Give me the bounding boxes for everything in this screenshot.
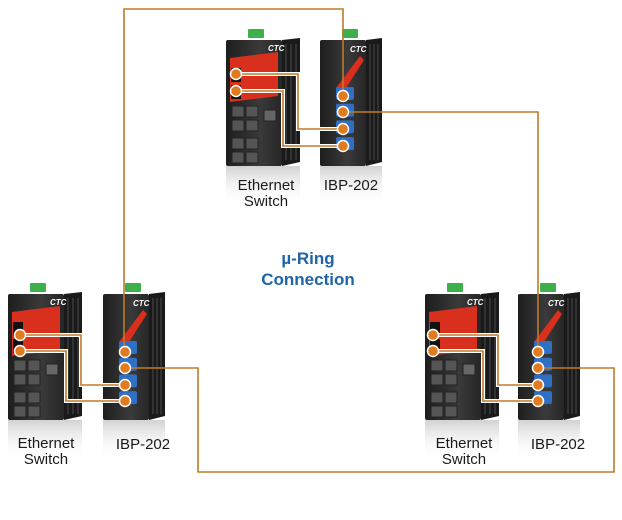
port-connection-dot xyxy=(531,394,545,408)
top-switch-label-line2: Switch xyxy=(243,193,289,210)
right-ethernet-switch: CTC xyxy=(425,283,499,460)
port-connection-dot xyxy=(336,105,350,119)
port-connection-dot xyxy=(336,139,350,153)
top-switch-reflection xyxy=(226,166,300,206)
right-local-link-2 xyxy=(433,350,538,402)
rj45-port xyxy=(13,405,27,418)
left-converter-reflection xyxy=(103,420,165,460)
ring-title-line1: µ-Ring xyxy=(281,249,335,268)
left-local-link-1 xyxy=(20,334,125,386)
terminal-block-icon xyxy=(447,283,463,292)
port-connection-dot xyxy=(336,89,350,103)
top-local-link-1 xyxy=(236,73,343,130)
top-local-link-2 xyxy=(236,90,343,147)
left-switch-label-line1: Ethernet xyxy=(17,435,75,452)
right-local-link-1 xyxy=(433,334,538,386)
rj45-port xyxy=(245,119,259,132)
brand-logo: CTC xyxy=(133,299,150,308)
top-converter-reflection xyxy=(320,166,382,206)
rj45-port xyxy=(245,137,259,150)
rj45-port xyxy=(444,359,458,372)
port-connection-dot xyxy=(531,345,545,359)
rj45-port xyxy=(27,405,41,418)
brand-logo: CTC xyxy=(268,44,285,53)
port-connection-dot xyxy=(118,394,132,408)
left-ibp-202: CTC xyxy=(103,283,165,460)
rj45-port xyxy=(245,105,259,118)
left-converter-label: IBP-202 xyxy=(115,436,171,453)
ring-link-top-left xyxy=(123,8,344,352)
port-connection-dot xyxy=(531,378,545,392)
terminal-block-icon xyxy=(248,29,264,38)
ring-title: µ-Ring Connection xyxy=(230,248,386,290)
rj45-port xyxy=(231,105,245,118)
terminal-block-icon xyxy=(342,29,358,38)
sfp-port xyxy=(13,322,23,336)
rj45-port xyxy=(430,373,444,386)
brand-logo: CTC xyxy=(467,298,484,307)
rj45-port xyxy=(430,359,444,372)
rj45-port xyxy=(430,405,444,418)
port-connection-dot xyxy=(531,361,545,375)
rj45-port xyxy=(27,359,41,372)
top-switch-label: Ethernet Switch xyxy=(226,178,306,210)
ring-link-left-right xyxy=(125,367,615,473)
left-switch-label: Ethernet Switch xyxy=(6,436,86,468)
port-connection-dot xyxy=(13,328,27,342)
right-ibp-202: CTC xyxy=(518,283,580,460)
port-connection-dot xyxy=(229,84,243,98)
terminal-block-icon xyxy=(540,283,556,292)
port-connection-dot xyxy=(13,344,27,358)
port-connection-dot xyxy=(426,344,440,358)
console-port xyxy=(45,363,59,376)
ring-title-line2: Connection xyxy=(261,270,355,289)
rj45-port xyxy=(13,373,27,386)
right-converter-label: IBP-202 xyxy=(530,436,586,453)
left-switch-label-line2: Switch xyxy=(23,451,69,468)
rj45-port xyxy=(231,119,245,132)
rj45-port xyxy=(444,405,458,418)
right-switch-reflection xyxy=(425,420,499,460)
port-connection-dot xyxy=(118,345,132,359)
right-switch-red-panel xyxy=(429,306,477,356)
sfp-port xyxy=(430,322,440,336)
right-switch-label-line2: Switch xyxy=(441,451,487,468)
rj45-port xyxy=(13,391,27,404)
port-connection-dot xyxy=(118,378,132,392)
top-converter-label: IBP-202 xyxy=(323,177,379,194)
port-connection-dot xyxy=(426,328,440,342)
ring-link-top-right xyxy=(343,111,539,352)
terminal-block-icon xyxy=(30,283,46,292)
right-converter-red-stripe xyxy=(534,310,562,348)
rj45-port xyxy=(231,137,245,150)
right-converter-reflection xyxy=(518,420,580,460)
top-switch-label-line1: Ethernet xyxy=(237,177,295,194)
rj45-port xyxy=(444,373,458,386)
left-switch-reflection xyxy=(8,420,82,460)
console-port xyxy=(263,109,277,122)
brand-logo: CTC xyxy=(548,299,565,308)
rj45-port xyxy=(444,391,458,404)
left-switch-red-panel xyxy=(12,306,60,356)
terminal-block-icon xyxy=(125,283,141,292)
brand-logo: CTC xyxy=(50,298,67,307)
rj45-port xyxy=(430,391,444,404)
right-switch-label: Ethernet Switch xyxy=(424,436,504,468)
top-ibp-202: CTC xyxy=(320,29,382,206)
port-connection-dot xyxy=(118,361,132,375)
right-switch-label-line1: Ethernet xyxy=(435,435,493,452)
rj45-port xyxy=(245,151,259,164)
port-connection-dot xyxy=(229,67,243,81)
console-port xyxy=(462,363,476,376)
port-connection-dot xyxy=(336,122,350,136)
left-converter-red-stripe xyxy=(119,310,147,348)
brand-logo: CTC xyxy=(350,45,367,54)
left-ethernet-switch: CTC xyxy=(8,283,82,460)
rj45-port xyxy=(27,391,41,404)
rj45-port xyxy=(231,151,245,164)
rj45-port xyxy=(13,359,27,372)
left-local-link-2 xyxy=(20,350,125,402)
rj45-port xyxy=(27,373,41,386)
